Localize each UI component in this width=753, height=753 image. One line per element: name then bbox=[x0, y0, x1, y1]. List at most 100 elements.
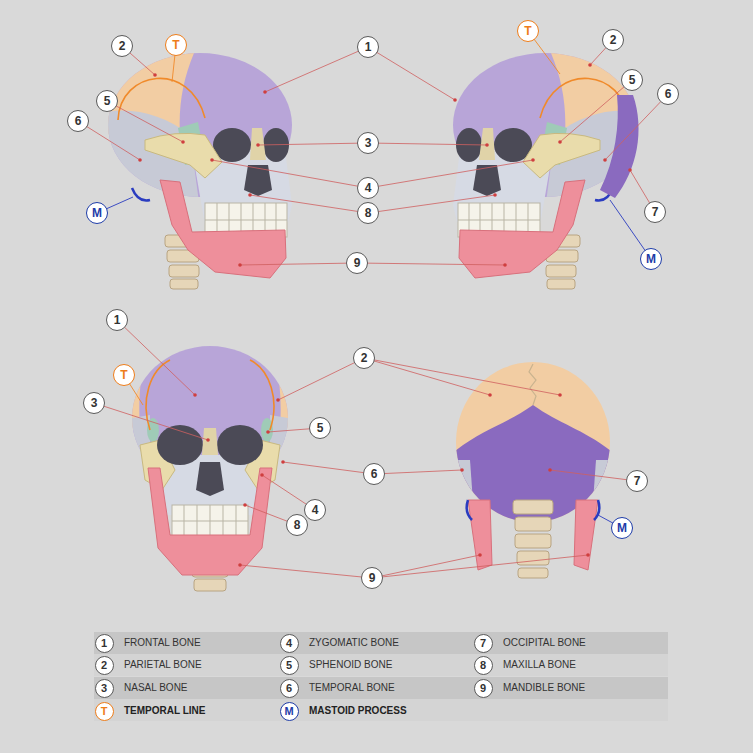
callout-number: 6 bbox=[363, 463, 385, 485]
callout-label: 3 bbox=[91, 397, 98, 409]
back-skull bbox=[517, 551, 549, 565]
leader-dots bbox=[238, 563, 242, 567]
leader-lines bbox=[605, 94, 668, 160]
leader-dots bbox=[256, 143, 260, 147]
legend-number: M bbox=[280, 702, 299, 721]
callout-label: 7 bbox=[480, 638, 486, 649]
callout-label: 5 bbox=[286, 660, 292, 671]
callout-label: M bbox=[646, 253, 656, 265]
back-skull bbox=[515, 534, 551, 548]
leader-dots bbox=[260, 473, 264, 477]
front-skull bbox=[147, 418, 159, 442]
back-skull bbox=[467, 500, 472, 520]
back-skull bbox=[574, 500, 598, 570]
leader-lines bbox=[240, 263, 357, 265]
callout-number: 6 bbox=[67, 110, 89, 132]
side-skull-right bbox=[600, 95, 639, 198]
legend-text: ZYGOMATIC BONE bbox=[309, 636, 399, 650]
legend-number: 4 bbox=[280, 634, 299, 653]
callout-number: 9 bbox=[361, 567, 383, 589]
legend-text: PARIETAL BONE bbox=[124, 658, 202, 672]
callout-number: M bbox=[640, 248, 662, 270]
leader-dots bbox=[558, 140, 562, 144]
front-skull bbox=[172, 505, 248, 537]
leader-dots bbox=[243, 503, 247, 507]
leader-dots bbox=[558, 393, 562, 397]
callout-label: 9 bbox=[480, 683, 486, 694]
legend-text: FRONTAL BONE bbox=[124, 636, 201, 650]
legend-number: 2 bbox=[95, 656, 114, 675]
leader-lines bbox=[78, 40, 668, 578]
callout-number: 2 bbox=[111, 35, 133, 57]
leader-dots bbox=[153, 73, 157, 77]
legend-text: SPHENOID BONE bbox=[309, 658, 392, 672]
callout-number: T bbox=[113, 364, 135, 386]
callout-label: 8 bbox=[480, 660, 486, 671]
callout-label: T bbox=[524, 25, 531, 37]
leader-lines bbox=[107, 101, 183, 142]
callout-label: M bbox=[617, 522, 627, 534]
legend-number: 5 bbox=[280, 656, 299, 675]
legend-bands bbox=[94, 654, 668, 676]
back-skull bbox=[518, 568, 548, 578]
front-skull bbox=[217, 425, 263, 465]
callout-number: 2 bbox=[602, 29, 624, 51]
side-skull-left bbox=[95, 40, 292, 289]
front-skull bbox=[196, 462, 224, 496]
leader-dots bbox=[460, 468, 464, 472]
callout-number: 3 bbox=[357, 132, 379, 154]
leader-lines bbox=[278, 358, 364, 400]
front-skull bbox=[146, 360, 170, 430]
leader-lines bbox=[372, 555, 588, 578]
leader-dots bbox=[478, 553, 482, 557]
callout-label: 4 bbox=[312, 504, 319, 516]
callout-label: 6 bbox=[286, 683, 292, 694]
callout-label: 5 bbox=[317, 422, 324, 434]
leader-lines bbox=[550, 470, 637, 481]
leader-lines bbox=[357, 263, 505, 265]
side-skull-right bbox=[453, 40, 650, 289]
callout-number: 5 bbox=[309, 417, 331, 439]
leader-dots bbox=[266, 430, 270, 434]
callout-label: 5 bbox=[104, 95, 111, 107]
callout-label: 6 bbox=[371, 468, 378, 480]
leader-lines bbox=[372, 555, 480, 578]
back-skull bbox=[450, 362, 616, 578]
callout-label: 8 bbox=[294, 519, 301, 531]
callout-label: 2 bbox=[119, 40, 126, 52]
callout-number: 6 bbox=[657, 83, 679, 105]
legend-text: TEMPORAL BONE bbox=[309, 681, 395, 695]
callout-number: 8 bbox=[357, 202, 379, 224]
leader-lines bbox=[258, 143, 368, 145]
legend-bands bbox=[94, 632, 668, 721]
back-skull bbox=[468, 500, 492, 570]
leader-lines bbox=[265, 47, 368, 92]
leader-dots bbox=[193, 393, 197, 397]
callout-label: 3 bbox=[101, 683, 107, 694]
leader-lines bbox=[368, 195, 495, 213]
legend-number: 6 bbox=[280, 679, 299, 698]
callout-label: T bbox=[101, 706, 108, 717]
back-skull bbox=[594, 500, 599, 520]
leader-lines bbox=[560, 80, 632, 142]
leader-dots bbox=[493, 193, 497, 197]
front-skull bbox=[120, 340, 300, 430]
legend-text: NASAL BONE bbox=[124, 681, 188, 695]
callout-label: M bbox=[92, 207, 102, 219]
callout-label: 9 bbox=[369, 572, 376, 584]
side-skull-right bbox=[453, 40, 650, 289]
front-skull bbox=[261, 418, 273, 442]
legend-bands bbox=[94, 632, 668, 654]
callout-label: 2 bbox=[610, 34, 617, 46]
legend-bands bbox=[94, 699, 668, 721]
front-skull bbox=[148, 468, 272, 575]
legend-number: 3 bbox=[95, 679, 114, 698]
legend-text: TEMPORAL LINE bbox=[124, 704, 205, 718]
callout-number: M bbox=[86, 202, 108, 224]
callout-label: 1 bbox=[114, 314, 121, 326]
front-skull bbox=[236, 505, 237, 537]
leader-dots bbox=[503, 263, 507, 267]
legend-text: MAXILLA BONE bbox=[503, 658, 576, 672]
leader-lines bbox=[368, 160, 533, 188]
leader-dots bbox=[138, 158, 142, 162]
